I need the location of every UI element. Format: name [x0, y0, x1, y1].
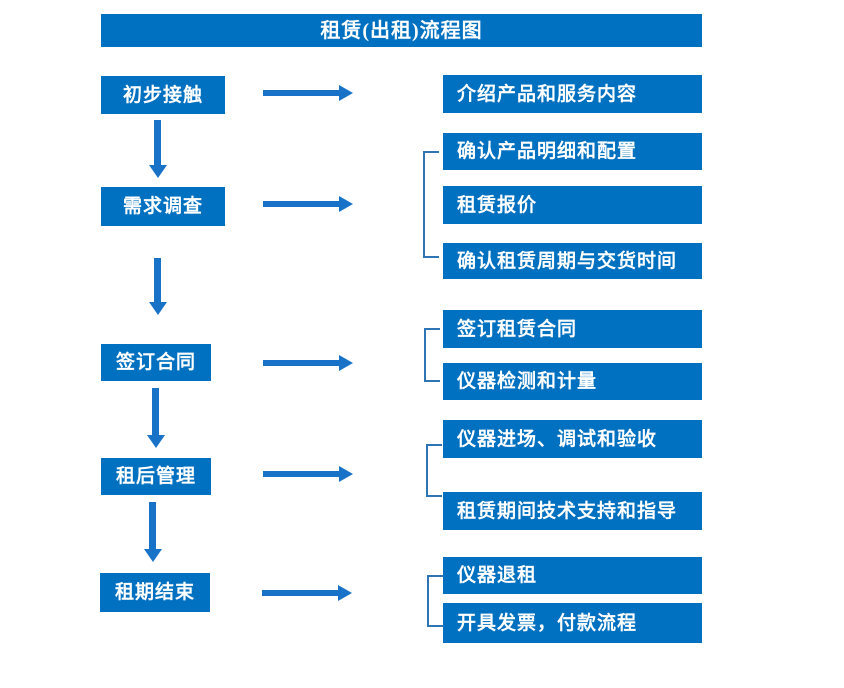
detail-box-introduce-products: 介绍产品和服务内容	[443, 75, 702, 113]
down-arrow-2	[154, 258, 161, 302]
detail-box-sign-rental-contract: 签订租赁合同	[443, 310, 702, 348]
detail-box-rental-quote: 租赁报价	[443, 186, 702, 224]
bracket-group-2	[423, 151, 439, 258]
right-arrow-1	[263, 90, 339, 96]
detail-box-confirm-product-config: 确认产品明细和配置	[443, 133, 702, 170]
bracket-group-5	[427, 575, 443, 627]
right-arrow-3	[263, 360, 339, 366]
right-arrow-4	[263, 471, 339, 477]
right-arrow-5	[262, 590, 338, 596]
step-box-initial-contact: 初步接触	[101, 76, 225, 114]
step-box-sign-contract: 签订合同	[101, 344, 211, 381]
right-arrow-2	[263, 201, 339, 207]
detail-box-instrument-setup-acceptance: 仪器进场、调试和验收	[443, 420, 702, 458]
detail-box-instrument-return: 仪器退租	[443, 557, 702, 594]
down-arrow-3	[152, 388, 159, 435]
down-arrow-1	[154, 120, 161, 165]
down-arrow-4	[149, 502, 156, 549]
flowchart-title: 租赁(出租)流程图	[101, 14, 702, 47]
detail-box-invoice-payment: 开具发票，付款流程	[443, 603, 702, 643]
step-box-post-rental-management: 租后管理	[101, 458, 211, 495]
detail-box-technical-support: 租赁期间技术支持和指导	[443, 492, 702, 530]
bracket-group-3	[424, 328, 440, 382]
step-box-rental-end: 租期结束	[100, 573, 210, 612]
step-box-demand-survey: 需求调查	[101, 187, 225, 226]
detail-box-instrument-testing: 仪器检测和计量	[443, 363, 702, 400]
detail-box-confirm-period-delivery: 确认租赁周期与交货时间	[443, 243, 702, 279]
bracket-group-4	[426, 444, 442, 497]
